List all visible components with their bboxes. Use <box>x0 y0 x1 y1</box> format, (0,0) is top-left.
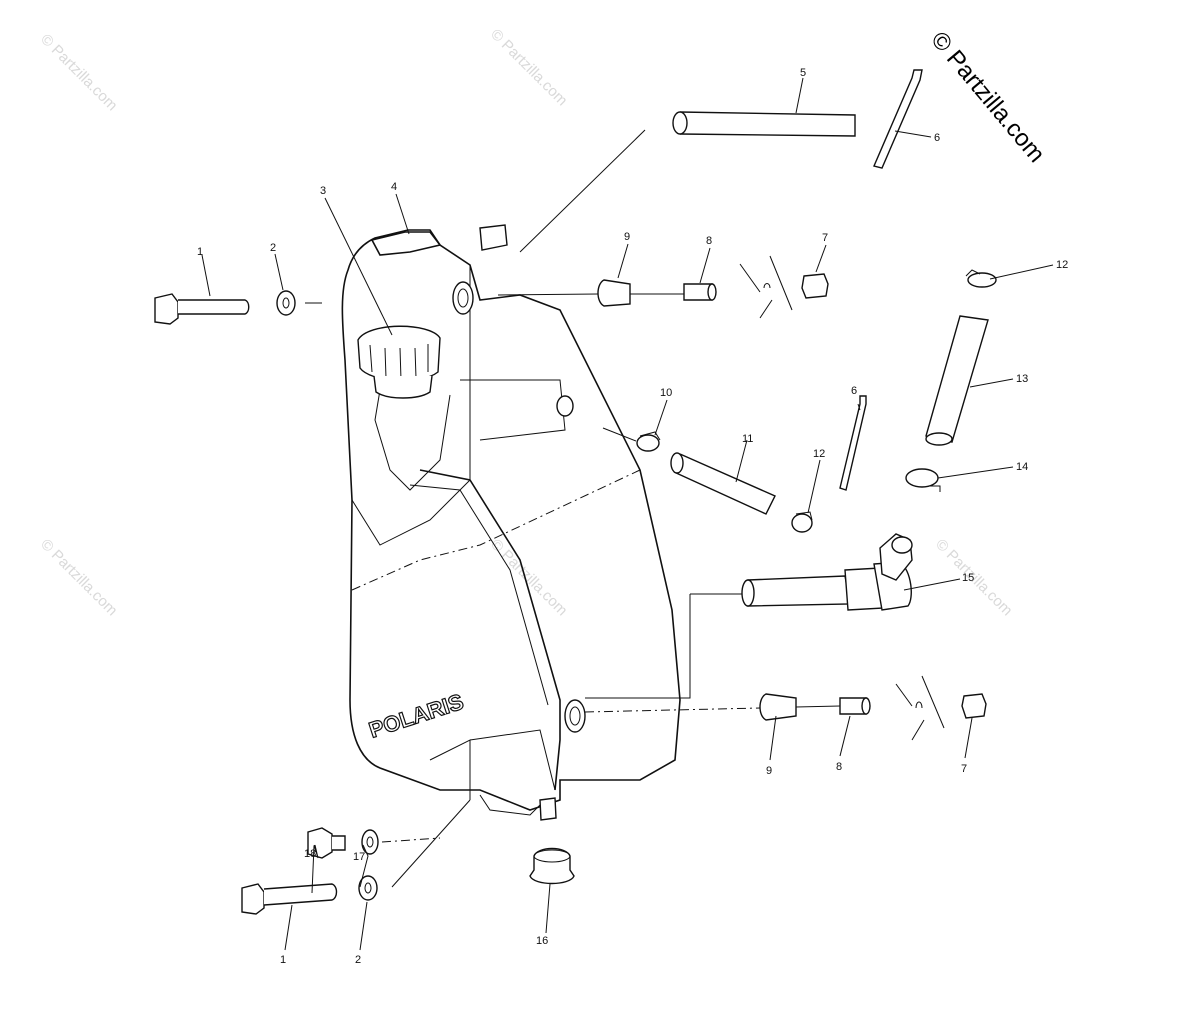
hose-13 <box>925 315 989 446</box>
label-part-2: 2 <box>270 242 276 254</box>
grommet-top <box>497 279 684 307</box>
label-part-17: 17 <box>353 851 365 863</box>
hose-11 <box>670 452 776 515</box>
watermark-2: © Partzilla.com <box>487 26 570 109</box>
label-part-1: 1 <box>197 246 203 258</box>
washer-bottom <box>358 799 471 901</box>
label-part-12b: 12 <box>813 448 825 460</box>
label-part-16: 16 <box>536 935 548 947</box>
label-part-11: 11 <box>742 433 753 445</box>
label-part-5: 5 <box>800 67 806 79</box>
cable-tie-mid <box>839 395 867 491</box>
label-part-18: 18 <box>304 848 316 860</box>
drain-washer <box>361 829 441 855</box>
label-part-4: 4 <box>391 181 397 193</box>
watermark-1: © Partzilla.com <box>37 31 120 114</box>
label-part-9b: 9 <box>766 765 772 777</box>
label-part-6b: 6 <box>851 385 857 397</box>
bushing-bottom <box>839 697 871 715</box>
watermarks: © Partzilla.com © Partzilla.com © Partzi… <box>37 26 1015 619</box>
grommet-bottom <box>584 693 841 721</box>
label-part-8: 8 <box>706 235 712 247</box>
label-part-1b: 1 <box>280 954 286 966</box>
label-part-6: 6 <box>934 132 940 144</box>
hose-clamp-12-mid <box>791 511 813 533</box>
bushing-top <box>683 283 717 301</box>
grommet-16 <box>529 847 575 885</box>
nut-top <box>739 255 829 319</box>
label-part-7: 7 <box>822 232 828 244</box>
cable-tie-top <box>873 69 923 169</box>
label-part-2b: 2 <box>355 954 361 966</box>
watermark-4: © Partzilla.com <box>487 536 570 619</box>
label-part-7b: 7 <box>961 763 967 775</box>
label-part-8b: 8 <box>836 761 842 773</box>
label-part-15: 15 <box>962 572 974 584</box>
elbow-fitting <box>585 533 913 699</box>
hose-clamp-10 <box>602 427 661 452</box>
vent-hose <box>519 111 856 253</box>
hose-clamp-12-top <box>965 269 997 288</box>
bolt-top <box>154 293 250 325</box>
label-part-13: 13 <box>1016 373 1028 385</box>
bolt-bottom <box>241 883 338 915</box>
filler-cap <box>357 325 441 399</box>
watermark-3: © Partzilla.com <box>37 536 120 619</box>
tank-logo: POLARIS <box>366 689 467 743</box>
part-callouts: 1 2 3 4 5 6 9 8 7 12 13 10 6 11 12 14 15… <box>197 67 1068 966</box>
label-part-10: 10 <box>660 387 672 399</box>
label-part-3: 3 <box>320 185 326 197</box>
oil-tank: POLARIS <box>341 224 681 821</box>
washer-top <box>276 290 322 316</box>
label-part-9: 9 <box>624 231 630 243</box>
label-part-14: 14 <box>1016 461 1028 473</box>
nut-bottom <box>895 675 987 741</box>
copyright-text: © Partzilla.com <box>925 27 1050 168</box>
hose-clamp-14 <box>905 468 941 492</box>
label-part-12: 12 <box>1056 259 1068 271</box>
